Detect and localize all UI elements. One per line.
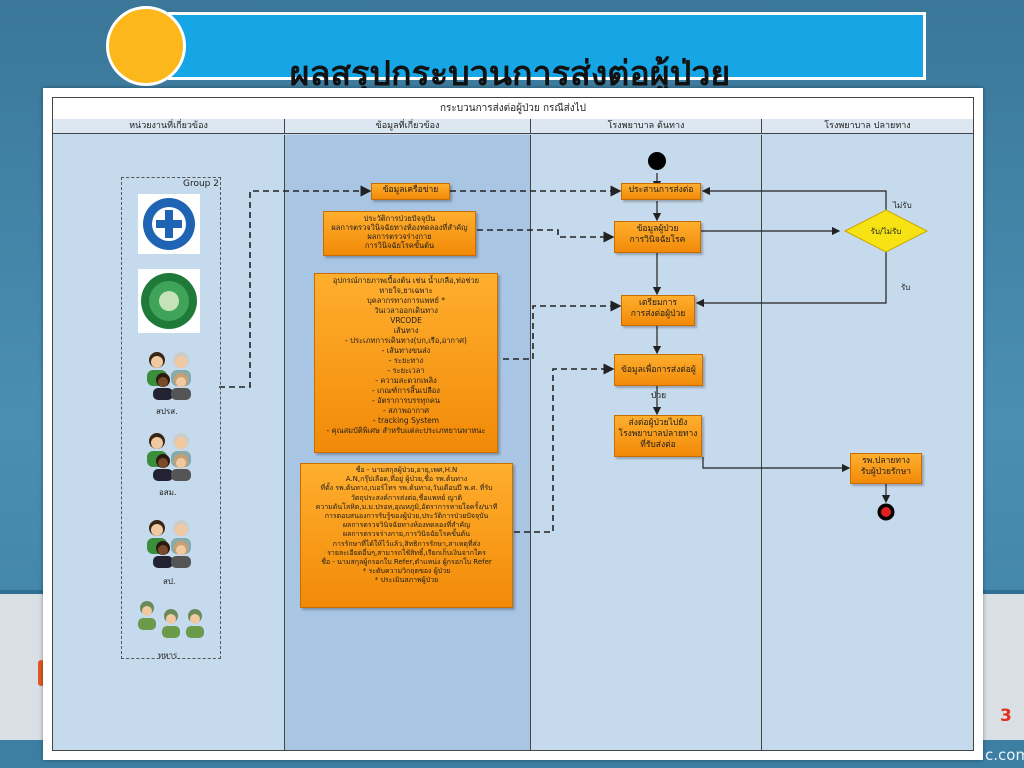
decision-diamond <box>843 209 929 253</box>
ministry-seal-icon <box>138 269 200 333</box>
end-node-inner <box>881 507 891 517</box>
decision-yes-label: รับ <box>901 283 911 292</box>
data-box-network-info: ข้อมูลเครือข่าย <box>371 183 450 200</box>
ems-logo-icon <box>138 194 200 254</box>
data-box-equipment: อุปกรณ์กายภาพเบื้องต้น เช่น น้ำเกลือ,ท่อ… <box>314 273 498 453</box>
flow-box-send: ส่งต่อผู้ป่วยไปยัง โรงพยาบาลปลายทาง ที่ร… <box>614 415 702 457</box>
swimlane-diagram: กระบวนการส่งต่อผู้ป่วย กรณีส่งไป หน่วยงา… <box>43 88 983 760</box>
flow-box-patient-data: ข้อมูลผู้ป่วย การวินิจฉัยโรค <box>614 221 701 253</box>
data-box-referral-form: ชื่อ - นามสกุลผู้ป่วย,อายุ,เพศ,H.N A.N,ก… <box>300 463 513 608</box>
start-node <box>648 152 666 170</box>
people-group-icon <box>141 518 199 568</box>
stakeholder-label-6: ทหาร <box>158 651 178 660</box>
flow-connectors <box>219 152 929 533</box>
flow-box-destination: รพ.ปลายทาง รับผู้ป่วยรักษา <box>850 453 922 484</box>
people-group-icon <box>141 431 199 481</box>
group-label: Group 2 <box>183 179 219 189</box>
lane-header-destination-hospital: โรงพยาบาล ปลายทาง <box>762 119 973 134</box>
people-group-icon <box>141 350 199 400</box>
data-box-patient-history: ประวัติการป่วยปัจจุบัน ผลการตรวจวินิจฉัย… <box>323 211 476 256</box>
flow-box-prepare: เตรียมการ การส่งต่อผู้ป่วย <box>621 295 695 326</box>
decision-no-label: ไม่รับ <box>893 201 912 210</box>
title-circle-decoration <box>106 6 186 86</box>
slide-title: ผลสรุปกระบวนการส่งต่อผู้ป่วย <box>289 54 731 94</box>
lane-header-origin-hospital: โรงพยาบาล ต้นทาง <box>531 119 762 134</box>
soldiers-icon <box>131 598 213 644</box>
stakeholder-label-3: สปรส. <box>156 407 178 416</box>
diagram-canvas: กระบวนการส่งต่อผู้ป่วย กรณีส่งไป หน่วยงา… <box>52 97 974 751</box>
flow-box-refer-data: ข้อมูลเพื่อการส่งต่อผู้ป่วย <box>614 354 703 401</box>
page-number: 3 <box>1000 706 1012 726</box>
decision-label: รับ/ไม่รับ <box>870 227 902 236</box>
lane-header-data: ข้อมูลที่เกี่ยวข้อง <box>285 119 531 134</box>
stakeholder-label-4: อสม. <box>159 488 177 497</box>
corner-text: c.com <box>985 746 1024 764</box>
stakeholder-group <box>121 177 221 659</box>
stakeholder-label-5: สป. <box>163 577 176 586</box>
lane-header-agencies: หน่วยงานที่เกี่ยวข้อง <box>53 119 285 134</box>
footer-mark <box>38 660 44 686</box>
flow-box-coordinate: ประสานการส่งต่อ <box>621 183 701 200</box>
